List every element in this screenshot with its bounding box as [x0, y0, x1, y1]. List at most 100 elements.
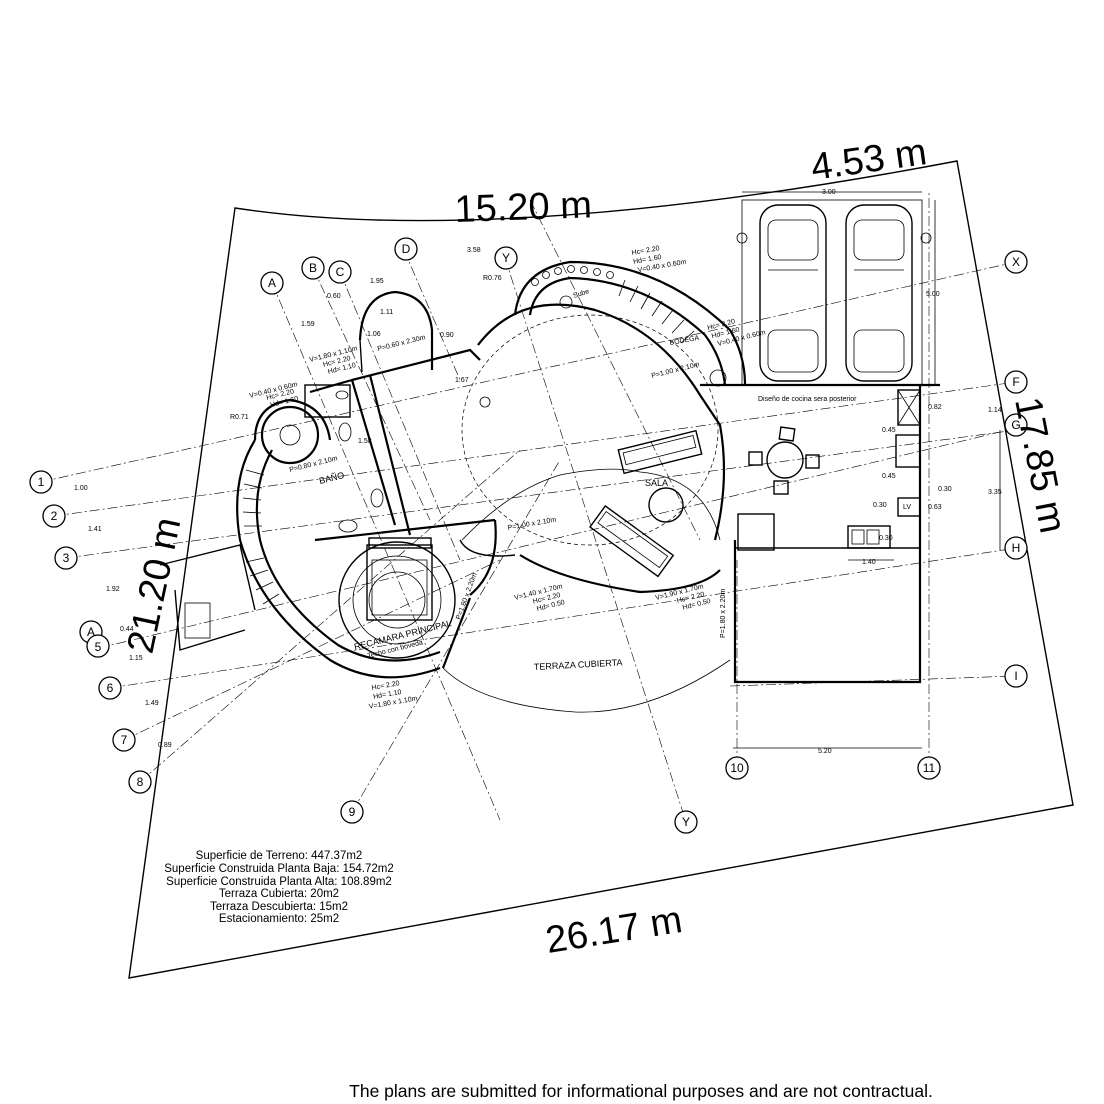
area-summary: Superficie de Terreno: 447.37m2 Superfic… [164, 850, 394, 925]
grid-bubble-c: C [328, 260, 352, 284]
svg-text:7: 7 [121, 733, 128, 747]
svg-text:Hc= 2.20: Hc= 2.20 [371, 680, 400, 692]
annotation-window-terrace-2: V=1.90 x 1.70m Hc= 2.20 Hd= 0.50 [655, 583, 712, 611]
svg-text:0.90: 0.90 [440, 332, 454, 339]
svg-text:1.41: 1.41 [88, 526, 102, 533]
svg-text:1.40: 1.40 [862, 559, 876, 566]
svg-text:D: D [402, 242, 411, 256]
svg-text:8: 8 [137, 775, 144, 789]
svg-text:1.92: 1.92 [106, 586, 120, 593]
svg-text:11: 11 [923, 761, 936, 775]
svg-text:2: 2 [51, 509, 58, 523]
svg-text:Hc= 2.20: Hc= 2.20 [631, 245, 660, 257]
svg-text:3.35: 3.35 [988, 489, 1002, 496]
svg-text:C: C [336, 265, 345, 279]
sofa-top [617, 429, 703, 475]
svg-text:5.00: 5.00 [926, 291, 940, 298]
grid-bubble-d: D [394, 237, 418, 261]
label-bodega: BODEGA [669, 335, 700, 347]
svg-text:9: 9 [349, 805, 356, 819]
left-stair-treads [242, 469, 280, 605]
grid-bubble-9: 9 [340, 800, 364, 824]
svg-text:0.60: 0.60 [327, 293, 341, 300]
svg-text:0.89: 0.89 [158, 742, 172, 749]
svg-text:F: F [1012, 375, 1019, 389]
svg-text:1.67: 1.67 [455, 377, 469, 384]
garage [736, 191, 936, 386]
house-walls [159, 260, 940, 713]
svg-text:1.00: 1.00 [74, 485, 88, 492]
svg-text:0.45: 0.45 [882, 473, 896, 480]
summary-terreno: Superficie de Terreno: 447.37m2 [196, 850, 363, 862]
annotation-door-4: P=1.80 x 2.20m [720, 589, 727, 638]
annotation-door-6: P=0.60 x 2.30m [377, 334, 427, 353]
svg-text:X: X [1012, 255, 1020, 269]
grid-bubble-h: H [1004, 536, 1028, 560]
svg-text:Y: Y [682, 815, 690, 829]
grid-bubble-11: 11 [917, 756, 941, 780]
svg-text:1.15: 1.15 [129, 655, 143, 662]
grid-bubble-y-bottom: Y [674, 810, 698, 834]
svg-text:A: A [268, 276, 276, 290]
disclaimer: The plans are submitted for informationa… [349, 1081, 933, 1101]
svg-text:0.30: 0.30 [873, 502, 887, 509]
grid-axes [40, 190, 1017, 823]
kitchen-note: Diseño de cocina sera posterior [758, 396, 857, 403]
grid-bubble-a: A [260, 271, 284, 295]
summary-estacionamiento: Estacionamiento: 25m2 [219, 913, 339, 925]
svg-text:I: I [1014, 669, 1017, 683]
annotation-door-2: P=1.00 x 2.10m [507, 516, 557, 531]
svg-text:0.45: 0.45 [882, 427, 896, 434]
annotation-window-bottom-left: Hc= 2.20 Hd= 1.10 V=1.80 x 1.10m [368, 680, 418, 711]
furniture [279, 390, 820, 578]
svg-text:A: A [87, 625, 95, 639]
svg-text:0.30: 0.30 [879, 535, 893, 542]
svg-text:3: 3 [63, 551, 70, 565]
grid-bubble-x: X [1004, 250, 1028, 274]
grid-bubble-10: 10 [725, 756, 749, 780]
grid-bubble-y-top: Y [494, 246, 518, 270]
svg-text:0.30: 0.30 [938, 486, 952, 493]
svg-text:5.20: 5.20 [818, 748, 832, 755]
grid-bubble-b: B [301, 256, 325, 280]
grid-bubble-f: F [1004, 370, 1028, 394]
sofa-diagonal [589, 504, 675, 578]
car-right [845, 204, 913, 382]
svg-text:3.00: 3.00 [822, 189, 836, 196]
grid-bubbles: 1 2 3 A 5 6 7 8 9 10 11 A B C D Y X F G … [29, 237, 1028, 834]
svg-text:1.11: 1.11 [380, 309, 393, 316]
grid-bubble-i: I [1004, 664, 1028, 688]
car-left [759, 204, 827, 382]
dimension-right: 17.85 m [1006, 394, 1073, 537]
svg-text:6: 6 [107, 681, 114, 695]
room-label-sala: SALA [645, 478, 668, 488]
annotation-window-top: Hc= 2.20 Hd= 1.60 V=0.40 x 0.60m [631, 245, 687, 274]
stair-treads [531, 265, 727, 387]
measurements: 1.95 3.58 0.60 1.59 1.11 1.06 0.90 1.67 … [74, 189, 1002, 755]
annotation-window-bath: V=1.80 x 1.10m Hc= 2.20 Hd= 1.10 [309, 345, 359, 376]
grid-bubble-g: G [1004, 413, 1028, 437]
svg-text:1: 1 [38, 475, 45, 489]
dimension-top-right: 4.53 m [808, 131, 929, 189]
svg-text:0.44: 0.44 [120, 626, 134, 633]
dimension-top-left: 15.20 m [454, 184, 593, 231]
svg-text:1.95: 1.95 [370, 278, 384, 285]
annotation-window-left: V=0.40 x 0.60m Hc= 2.20 Hd= 1.60 [249, 381, 299, 409]
grid-bubble-6: 6 [98, 676, 122, 700]
svg-text:H: H [1012, 541, 1021, 555]
summary-planta-baja: Superficie Construida Planta Baja: 154.7… [164, 863, 394, 875]
svg-text:10: 10 [730, 761, 744, 775]
svg-text:1.59: 1.59 [301, 321, 315, 328]
svg-text:B: B [309, 261, 317, 275]
svg-text:0.63: 0.63 [928, 504, 942, 511]
annotation-window-terrace-1: V=1.40 x 1.70m Hc= 2.20 Hd= 0.50 [514, 583, 566, 613]
dining-table [748, 426, 820, 495]
annotation-door-5: P=0.80 x 2.10m [289, 455, 339, 474]
room-label-terraza: TERRAZA CUBIERTA [534, 657, 623, 672]
grid-bubble-7: 7 [112, 728, 136, 752]
summary-terraza-descubierta: Terraza Descubierta: 15m2 [210, 901, 348, 913]
svg-text:Hd= 1.60: Hd= 1.60 [633, 254, 662, 266]
label-sube: Sube [572, 288, 590, 300]
grid-bubble-8: 8 [128, 770, 152, 794]
